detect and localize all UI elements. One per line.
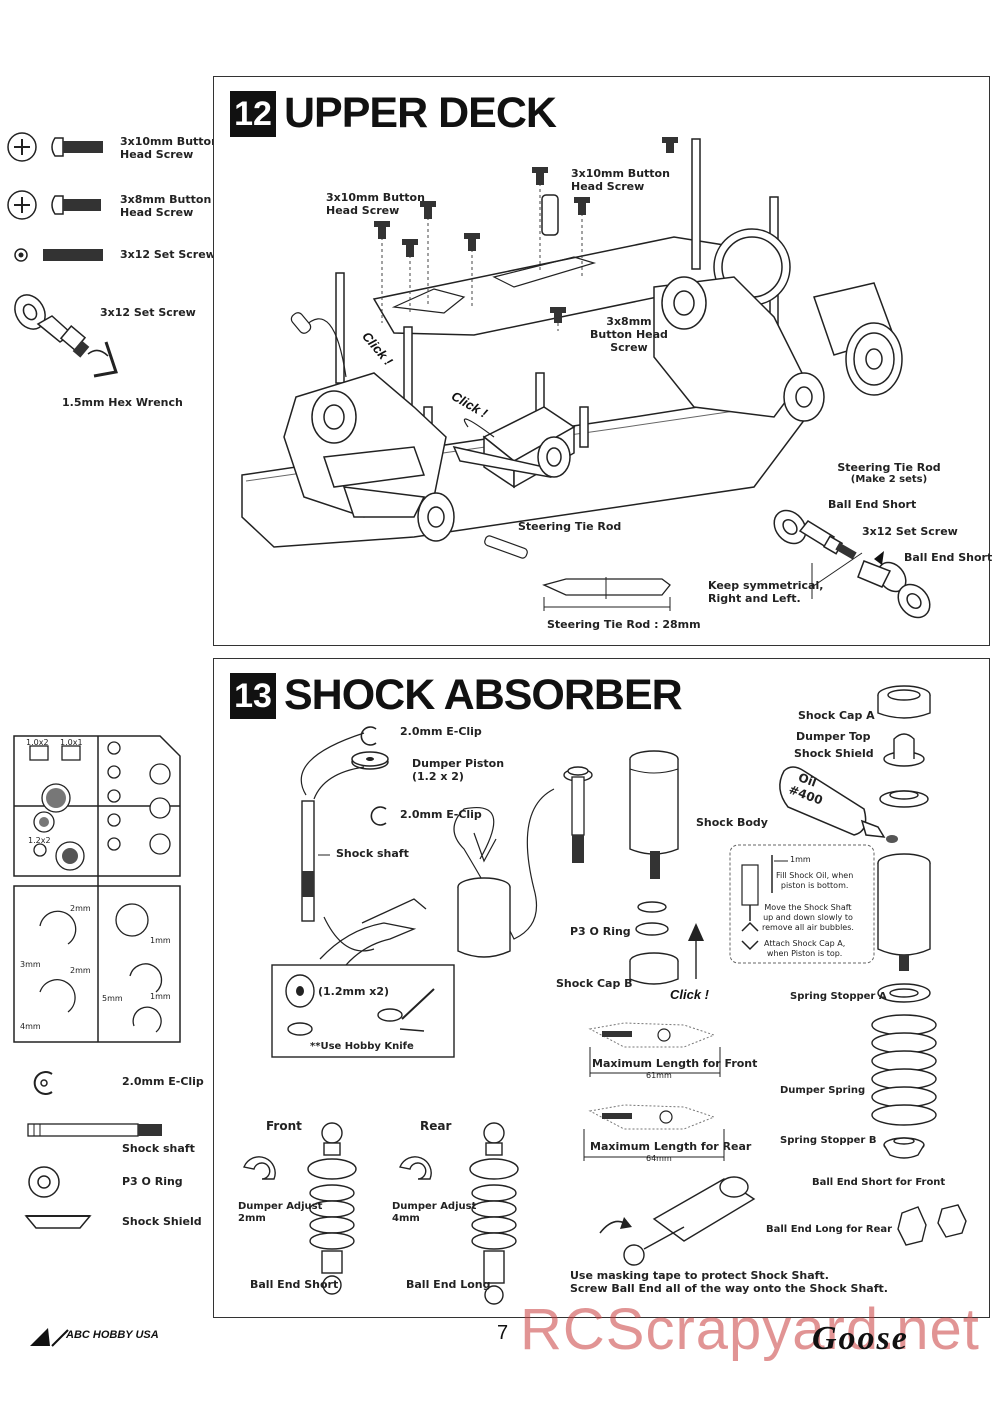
- sprue-5mm: 5mm: [102, 994, 123, 1003]
- ball-end-short-label-b: Ball End Short: [904, 551, 993, 564]
- oring-part-label: P3 O Ring: [122, 1175, 183, 1188]
- step13-click: Click !: [670, 987, 710, 1002]
- sprue-4mm: 4mm: [20, 1022, 41, 1031]
- sprue-2mm-a: 2mm: [70, 904, 91, 913]
- page-number: 7: [497, 1322, 509, 1344]
- step12-screw-a-label: 3x10mm Button Head Screw: [326, 191, 425, 217]
- rear-shock-label: Rear: [420, 1119, 452, 1133]
- step13-number: 13: [230, 672, 276, 719]
- abc-hobby-logo-mark: [30, 1328, 69, 1347]
- abc-hobby-wordmark: ABC HOBBY USA: [66, 1329, 159, 1341]
- button-screw-3x10-icon: [7, 132, 103, 162]
- rear-length-value: 64mm: [646, 1154, 672, 1163]
- max-length-rear-label: Maximum Length for Rear: [590, 1140, 752, 1153]
- sprue-1mm-b: 1mm: [150, 992, 171, 1001]
- step12-heading: 12 UPPER DECK: [230, 89, 557, 138]
- step13-title: SHOCK ABSORBER: [284, 671, 683, 719]
- piston-size-label: (1.2mm x2): [318, 985, 390, 998]
- shock-cap-b-label: Shock Cap B: [556, 977, 633, 990]
- step12-screw-c-label: 3x8mm Button Head Screw: [590, 315, 668, 354]
- shock-shield-icon: [24, 1215, 92, 1229]
- keep-symmetrical-label: Keep symmetrical, Right and Left.: [708, 579, 824, 605]
- front-ball-end-label: Ball End Short: [250, 1278, 339, 1291]
- set-screw-label: 3x12 Set Screw: [120, 248, 216, 261]
- set-screw-icon: [14, 248, 103, 262]
- dumper-spring-label: Dumper Spring: [780, 1085, 866, 1096]
- max-length-front-label: Maximum Length for Front: [592, 1057, 758, 1070]
- hex-wrench-label: 1.5mm Hex Wrench: [62, 396, 183, 409]
- shock-cap-a-label: Shock Cap A: [798, 709, 875, 722]
- step12-title: UPPER DECK: [284, 89, 557, 137]
- dumper-piston-label: Dumper Piston (1.2 x 2): [412, 757, 505, 783]
- masking-tape-note: Use masking tape to protect Shock Shaft.…: [570, 1269, 888, 1295]
- ball-end-assembly-icon: [14, 294, 118, 378]
- step13-heading: 13 SHOCK ABSORBER: [230, 671, 683, 720]
- tie-rod-assembly-subtitle: (Make 2 sets): [850, 474, 928, 485]
- shock-body-label: Shock Body: [696, 816, 768, 829]
- sprue-tag-2: 1.0x1: [60, 738, 83, 747]
- abc-hobby-logo: ABC HOBBY USA: [28, 1326, 159, 1348]
- step12-panel: 12 UPPER DECK: [213, 76, 993, 646]
- spring-stopper-a-label: Spring Stopper A: [790, 991, 887, 1002]
- ball-end-short-front-label: Ball End Short for Front: [812, 1177, 946, 1188]
- front-shock-label: Front: [266, 1119, 302, 1133]
- dumper-top-label: Dumper Top: [796, 730, 871, 743]
- attach-cap-note: Attach Shock Cap A, when Piston is top.: [764, 939, 846, 958]
- ball-end-long-rear-label: Ball End Long for Rear: [766, 1224, 893, 1235]
- tie-rod-length-label: Steering Tie Rod : 28mm: [547, 618, 701, 631]
- screw-3x10-label: 3x10mm Button Head Screw: [120, 135, 219, 161]
- spring-stopper-b-label: Spring Stopper B: [780, 1135, 877, 1146]
- eclip-icon: [33, 1071, 53, 1095]
- shock-absorber-illustration: [243, 685, 967, 1305]
- sprue-2mm-b: 2mm: [70, 966, 91, 975]
- step12-screw-b-label: 3x10mm Button Head Screw: [571, 167, 670, 193]
- hobby-knife-label: **Use Hobby Knife: [310, 1041, 414, 1052]
- site-watermark: RCScrapyard.net: [520, 1297, 980, 1362]
- fill-oil-note: Fill Shock Oil, when piston is bottom.: [776, 871, 854, 890]
- shock-shaft-icon: [27, 1123, 162, 1137]
- tie-rod-set-screw-label: 3x12 Set Screw: [862, 525, 958, 538]
- goose-logo: Goose: [812, 1320, 909, 1357]
- sprue-1mm-a: 1mm: [150, 936, 171, 945]
- assembly-set-screw-label: 3x12 Set Screw: [100, 306, 196, 319]
- upper-deck-chassis-illustration: [241, 137, 931, 619]
- move-shaft-note: Move the Shock Shaft up and down slowly …: [762, 903, 854, 932]
- shock-shaft-label: Shock shaft: [336, 847, 409, 860]
- step12-number: 12: [230, 90, 276, 137]
- dumper-adjust-rear-label: Dumper Adjust 4mm: [392, 1201, 477, 1224]
- front-length-value: 61mm: [646, 1071, 672, 1080]
- tie-rod-assembly-title: Steering Tie Rod: [837, 461, 941, 474]
- rear-ball-end-label: Ball End Long: [406, 1278, 491, 1291]
- dumper-adjust-front-label: Dumper Adjust 2mm: [238, 1201, 323, 1224]
- screw-3x8-label: 3x8mm Button Head Screw: [120, 193, 212, 219]
- eclip-mid-label: 2.0mm E-Clip: [400, 808, 482, 821]
- p3-oring-label: P3 O Ring: [570, 925, 631, 938]
- oring-icon: [28, 1166, 60, 1198]
- shock-shaft-part-label: Shock shaft: [122, 1142, 195, 1155]
- sprue-tag-1: 1.0x2: [26, 738, 49, 747]
- shock-shield-label: Shock Shield: [794, 747, 874, 760]
- sprue-tag-3: 1.2x2: [28, 836, 51, 845]
- button-screw-3x8-icon: [7, 190, 101, 220]
- sprue-3mm: 3mm: [20, 960, 41, 969]
- steering-tie-rod-label: Steering Tie Rod: [518, 520, 622, 533]
- ball-end-short-label-a: Ball End Short: [828, 498, 917, 511]
- one-mm-label: 1mm: [790, 855, 811, 864]
- shock-shield-part-label: Shock Shield: [122, 1215, 202, 1228]
- parts-sprue-illustration: [13, 735, 181, 1043]
- step13-panel: 13 SHOCK ABSORBER: [213, 658, 990, 1318]
- eclip-top-label: 2.0mm E-Clip: [400, 725, 482, 738]
- eclip-part-label: 2.0mm E-Clip: [122, 1075, 204, 1088]
